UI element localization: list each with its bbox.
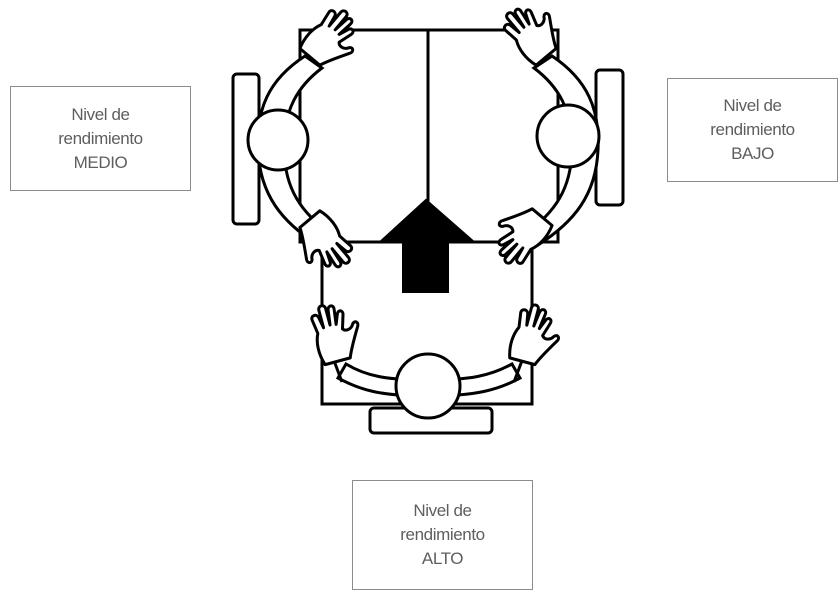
label-medio: Nivel de rendimiento MEDIO (10, 86, 191, 191)
label-medio-line2: rendimiento (58, 127, 142, 151)
label-alto: Nivel de rendimiento ALTO (352, 480, 533, 590)
label-bajo-line2: rendimiento (710, 118, 794, 142)
label-medio-line3: MEDIO (74, 151, 128, 175)
label-bajo: Nivel de rendimiento BAJO (667, 78, 838, 182)
label-medio-line1: Nivel de (71, 103, 129, 127)
label-bajo-line1: Nivel de (723, 94, 781, 118)
label-alto-line1: Nivel de (413, 499, 471, 523)
head-left (248, 110, 308, 170)
label-alto-line3: ALTO (422, 547, 463, 571)
head-right (537, 105, 599, 167)
head-bottom (396, 354, 460, 418)
label-alto-line2: rendimiento (400, 523, 484, 547)
label-bajo-line3: BAJO (731, 142, 774, 166)
